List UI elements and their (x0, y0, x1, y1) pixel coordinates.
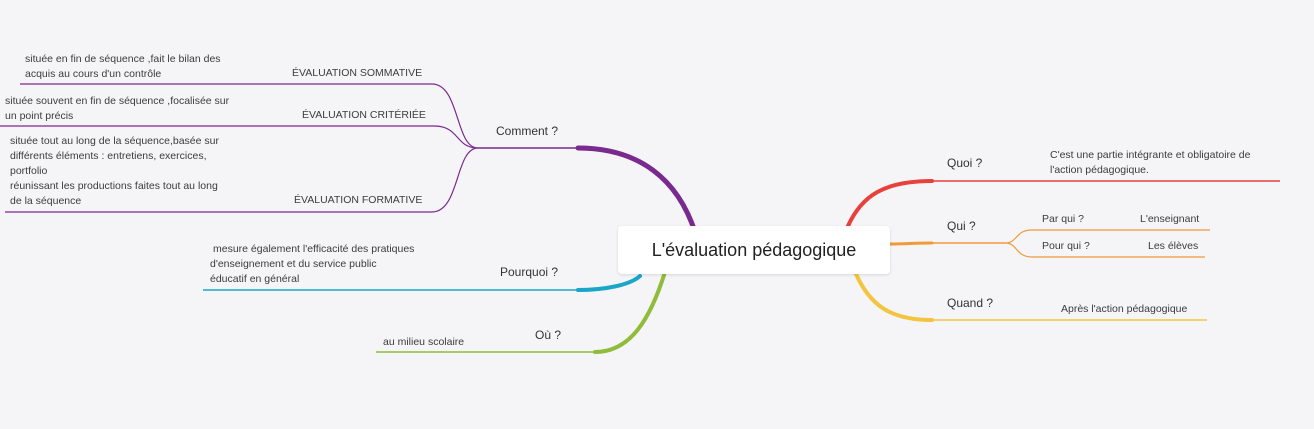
connector-pourqui (1004, 242, 1100, 258)
leaf-ou-detail[interactable]: au milieu scolaire (383, 336, 465, 348)
connector-sommative (245, 83, 479, 149)
node-pour-qui[interactable]: Pour qui ? (1042, 240, 1090, 252)
leaf-pour-qui-detail[interactable]: Les élèves (1148, 240, 1199, 252)
branch-quoi[interactable]: Quoi ? (947, 156, 983, 170)
central-topic[interactable]: L'évaluation pédagogique (618, 226, 890, 274)
branch-ou[interactable]: Où ? (535, 328, 562, 342)
connector-comment-trunk (575, 145, 698, 235)
node-evaluation-critериee[interactable]: ÉVALUATION CRITÉRIÉE (302, 109, 426, 121)
central-topic-label: L'évaluation pédagogique (651, 239, 857, 260)
connector-pourquoi-trunk (576, 274, 642, 292)
connector-quoi-trunk (846, 179, 934, 228)
branch-quand[interactable]: Quand ? (947, 296, 994, 310)
leaf-quoi-detail[interactable]: C'est une partie intégrante et obligatoi… (1050, 149, 1251, 176)
leaf-par-qui-detail[interactable]: L'enseignant (1140, 213, 1200, 225)
branch-comment[interactable]: Comment ? (496, 124, 559, 138)
leaf-quand-detail[interactable]: Après l'action pédagogique (1061, 303, 1188, 315)
branch-pourquoi[interactable]: Pourquoi ? (500, 265, 559, 279)
connector-formative (245, 147, 479, 213)
connector-parqui (1004, 229, 1100, 244)
connector-qui-trunk (888, 241, 934, 246)
leaf-formative-detail[interactable]: située tout au long de la séquence,basée… (10, 135, 219, 207)
leaf-sommative-detail[interactable]: située en fin de séquence ,fait le bilan… (25, 53, 221, 80)
leaf-critериee-detail[interactable]: située souvent en fin de séquence ,focal… (5, 95, 230, 122)
node-par-qui[interactable]: Par qui ? (1042, 213, 1085, 225)
connector-quand-trunk (854, 272, 934, 322)
connector-critериee (250, 125, 479, 149)
node-evaluation-formative[interactable]: ÉVALUATION FORMATIVE (294, 194, 423, 206)
connector-ou-trunk (593, 270, 667, 354)
branch-qui[interactable]: Qui ? (947, 219, 976, 233)
leaf-pourquoi-detail[interactable]: mesure également l'efficacité des pratiq… (210, 243, 415, 285)
node-evaluation-sommative[interactable]: ÉVALUATION SOMMATIVE (292, 67, 423, 79)
